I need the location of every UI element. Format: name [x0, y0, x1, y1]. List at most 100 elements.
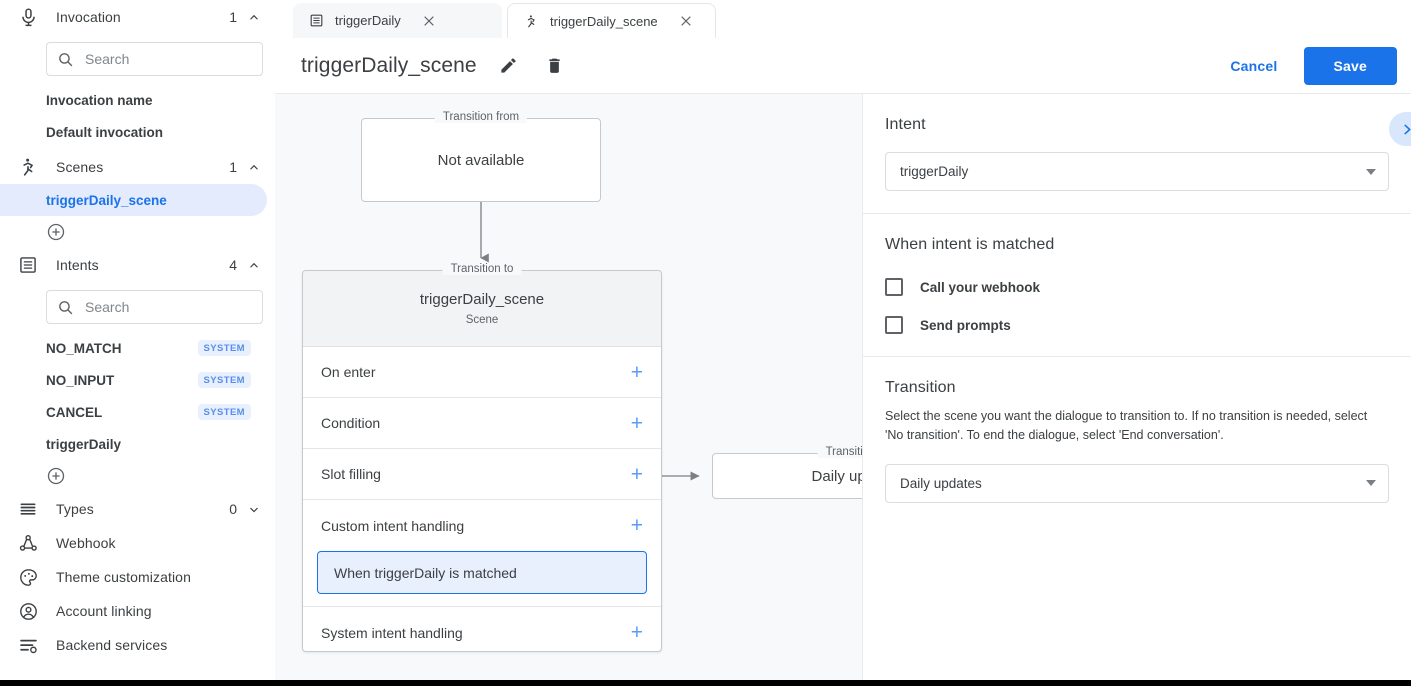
transition-select-value: Daily updates	[900, 475, 982, 491]
intent-select[interactable]: triggerDaily	[885, 152, 1389, 191]
add-circle-icon[interactable]	[46, 222, 66, 242]
search-icon	[57, 51, 74, 68]
sidebar-section-count: 4	[229, 257, 237, 273]
tab-label: triggerDaily	[335, 13, 401, 28]
collapse-panel-button[interactable]	[1389, 112, 1411, 146]
scenes-icon	[16, 155, 40, 179]
transition-target-node[interactable]: Transition to Daily updates	[712, 446, 862, 499]
sidebar-section-scenes[interactable]: Scenes 1	[0, 150, 275, 184]
checkbox-send-prompts[interactable]: Send prompts	[885, 316, 1389, 334]
sidebar-item-cancel[interactable]: CANCEL SYSTEM	[0, 396, 267, 428]
tab-triggerdaily[interactable]: triggerDaily	[293, 3, 502, 38]
sidebar-item-label: NO_MATCH	[46, 340, 122, 356]
webhook-icon	[16, 531, 40, 555]
checkbox-call-your-webhook[interactable]: Call your webhook	[885, 278, 1389, 296]
scene-header: triggerDaily_scene Cancel Save	[275, 38, 1411, 94]
save-button[interactable]: Save	[1303, 46, 1397, 85]
sidebar-section-count: 0	[229, 501, 237, 517]
sidebar-item-no-match[interactable]: NO_MATCH SYSTEM	[0, 332, 267, 364]
cancel-button[interactable]: Cancel	[1218, 49, 1289, 83]
sidebar-section-intents[interactable]: Intents 4	[0, 248, 275, 282]
scene-card-header: triggerDaily_scene Scene	[303, 271, 661, 347]
sidebar-section-types[interactable]: Types 0	[0, 492, 275, 526]
sidebar-item-theme-customization[interactable]: Theme customization	[0, 560, 275, 594]
status-badge: SYSTEM	[197, 404, 251, 420]
chevron-up-icon	[247, 258, 261, 272]
trash-icon[interactable]	[545, 56, 565, 76]
add-slot-filling-button[interactable]: +	[630, 462, 643, 486]
microphone-icon	[16, 5, 40, 29]
sidebar-item-label: NO_INPUT	[46, 372, 115, 388]
invocation-search-box[interactable]	[46, 42, 266, 76]
scene-row-system-intent-handling[interactable]: System intent handling +	[303, 607, 661, 658]
tab-triggerdaily-scene[interactable]: triggerDaily_scene	[507, 3, 716, 38]
scene-row-on-enter[interactable]: On enter +	[303, 347, 661, 398]
sidebar-item-label: triggerDaily_scene	[46, 192, 167, 208]
sidebar-item-no-input[interactable]: NO_INPUT SYSTEM	[0, 364, 267, 396]
checkbox-box[interactable]	[885, 278, 903, 296]
add-system-intent-button[interactable]: +	[630, 621, 643, 644]
when-intent-matched-section: When intent is matched Call your webhook…	[863, 214, 1411, 357]
sidebar-item-label: Backend services	[56, 637, 168, 653]
close-icon[interactable]	[678, 13, 694, 29]
intents-search-input[interactable]	[85, 299, 266, 315]
scene-row-label: Custom intent handling	[321, 517, 465, 534]
sidebar-section-label: Intents	[56, 257, 99, 273]
sidebar-item-label: CANCEL	[46, 404, 103, 420]
sidebar-item-default-invocation[interactable]: Default invocation	[0, 116, 267, 148]
chevron-right-icon	[1398, 121, 1411, 138]
scene-row-label: Slot filling	[321, 466, 381, 482]
intent-section: Intent triggerDaily	[863, 94, 1411, 214]
transition-select[interactable]: Daily updates	[885, 463, 1389, 503]
intents-search-wrap	[0, 282, 275, 332]
scene-row-condition[interactable]: Condition +	[303, 398, 661, 449]
left-sidebar: Invocation 1 Invocation name Default inv…	[0, 0, 275, 680]
sidebar-section-invocation[interactable]: Invocation 1	[0, 0, 275, 34]
scene-row-label: System intent handling	[321, 624, 463, 641]
sidebar-item-webhook[interactable]: Webhook	[0, 526, 275, 560]
add-circle-icon[interactable]	[46, 466, 66, 486]
scene-graph-canvas[interactable]: Transition from Not available Transition…	[275, 94, 862, 680]
add-scene-row[interactable]	[0, 216, 275, 248]
sidebar-section-label: Types	[56, 501, 94, 517]
sidebar-item-triggerdaily-scene[interactable]: triggerDaily_scene	[0, 184, 267, 216]
transition-target-legend: Transition to	[817, 446, 862, 458]
checkbox-box[interactable]	[885, 316, 903, 334]
close-icon[interactable]	[421, 13, 437, 29]
status-badge: SYSTEM	[197, 340, 251, 356]
page-title: triggerDaily_scene	[301, 53, 477, 77]
invocation-search-input[interactable]	[85, 51, 266, 67]
transition-from-value: Not available	[437, 151, 525, 169]
transition-section-description: Select the scene you want the dialogue t…	[885, 409, 1368, 443]
add-intent-row[interactable]	[0, 460, 275, 492]
add-condition-button[interactable]: +	[630, 411, 643, 435]
sidebar-item-backend-services[interactable]: Backend services	[0, 628, 275, 662]
transition-from-node[interactable]: Transition from Not available	[361, 111, 601, 202]
checkbox-label: Call your webhook	[920, 279, 1041, 295]
sidebar-section-count: 1	[229, 9, 237, 25]
transition-section: Transition Select the scene you want the…	[863, 357, 1411, 525]
intents-search-box[interactable]	[46, 290, 266, 324]
sidebar-item-invocation-name[interactable]: Invocation name	[0, 84, 267, 116]
sidebar-section-count: 1	[229, 159, 237, 175]
intent-handler-chip[interactable]: When triggerDaily is matched	[317, 551, 647, 594]
sidebar-section-label: Invocation	[56, 9, 121, 25]
scene-row-custom-intent-group: Custom intent handling + When triggerDai…	[303, 500, 661, 607]
scene-row-slot-filling[interactable]: Slot filling +	[303, 449, 661, 500]
scene-row-label: Condition	[321, 415, 381, 431]
add-custom-intent-button[interactable]: +	[630, 514, 643, 537]
add-on-enter-button[interactable]: +	[630, 360, 643, 384]
scene-row-custom-intent-handling[interactable]: Custom intent handling +	[303, 500, 661, 551]
sidebar-item-triggerdaily[interactable]: triggerDaily	[0, 428, 267, 460]
sidebar-item-label: Invocation name	[46, 92, 153, 108]
chevron-down-icon	[247, 502, 261, 516]
account-icon	[16, 599, 40, 623]
status-badge: SYSTEM	[197, 372, 251, 388]
scene-card-subtitle: Scene	[465, 314, 499, 326]
scene-card-title: triggerDaily_scene	[419, 291, 545, 308]
sidebar-item-account-linking[interactable]: Account linking	[0, 594, 275, 628]
transition-to-legend: Transition to	[442, 263, 522, 275]
checkbox-label: Send prompts	[920, 317, 1011, 333]
intents-icon	[16, 253, 40, 277]
pencil-icon[interactable]	[499, 56, 519, 76]
